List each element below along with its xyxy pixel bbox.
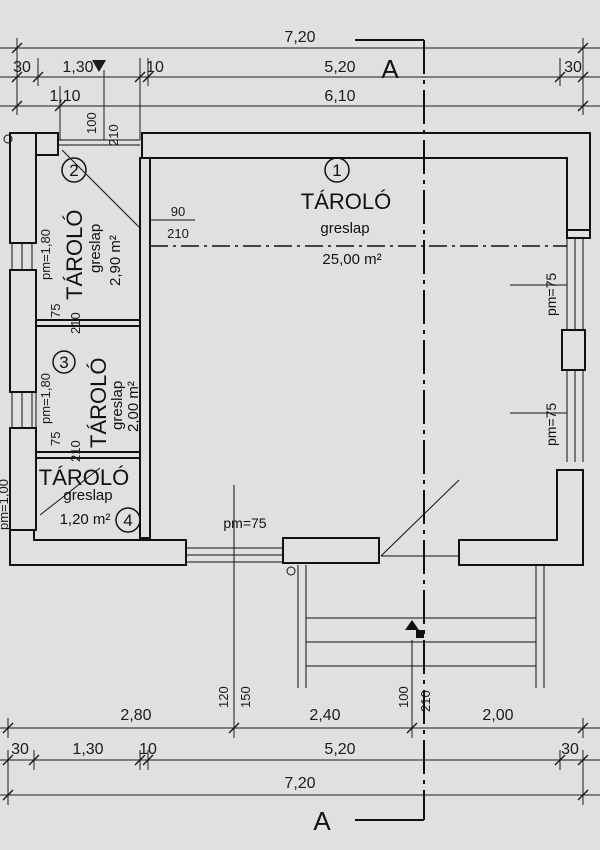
door-mid-dim-210: 210 — [167, 226, 189, 241]
bottom-dim-520: 5,20 — [324, 741, 355, 758]
parapet-right-window-1: pm=75 — [543, 273, 559, 316]
bottom-win-dim-150: 150 — [238, 686, 253, 708]
top-dim-30-right: 30 — [564, 59, 582, 76]
room-3-number-circle — [52, 350, 76, 374]
parapet-bottom-window: pm=75 — [223, 515, 266, 531]
room-3-floor: greslap — [109, 381, 126, 430]
reference-point-icon — [3, 134, 13, 144]
bottom-dim-200: 2,00 — [482, 707, 513, 724]
top-dim-520: 5,20 — [324, 59, 355, 76]
section-label-bottom: A — [313, 806, 331, 836]
parapet-left-window-3: pm=1,00 — [0, 479, 11, 530]
top-dim-30-left: 30 — [13, 59, 31, 76]
bottom-dim-30-right: 30 — [561, 741, 579, 758]
room-4-name: TÁROLÓ — [39, 465, 129, 490]
parapet-left-window-1: pm=1,80 — [38, 229, 53, 280]
door-small-dim-210a: 210 — [68, 312, 83, 334]
top-total-dimension: 7,20 — [284, 29, 315, 46]
bottom-dim-10: 10 — [139, 741, 157, 758]
door-small-dim-210b: 210 — [68, 440, 83, 462]
room-3-number: 3 — [59, 353, 68, 372]
room-2-area: 2,90 m² — [107, 235, 124, 286]
section-line-a — [355, 39, 425, 821]
top-dim-10: 10 — [146, 59, 164, 76]
top-dim-110: 1,10 — [49, 88, 80, 105]
bottom-dim-240: 2,40 — [309, 707, 340, 724]
bottom-dim-280: 2,80 — [120, 707, 151, 724]
walls — [9, 132, 591, 566]
top-dim-610: 6,10 — [324, 88, 355, 105]
bottom-dimension-ticks — [2, 722, 589, 801]
room-3-area: 2,00 m² — [125, 381, 142, 432]
parapet-right-window-2: pm=75 — [543, 403, 559, 446]
bottom-total-dimension: 7,20 — [284, 775, 315, 792]
door-mid-dim-90: 90 — [171, 204, 185, 219]
bottom-door-dim-210: 210 — [418, 690, 433, 712]
room-2-floor: greslap — [87, 224, 104, 273]
room-1-number: 1 — [332, 161, 341, 180]
bottom-dim-130: 1,30 — [72, 741, 103, 758]
door-small-dim-75b: 75 — [48, 432, 63, 446]
room-2-number-circle — [61, 157, 87, 183]
bottom-door-dim-100: 100 — [396, 686, 411, 708]
reference-point-icon — [286, 566, 296, 576]
section-label-top: A — [381, 54, 399, 84]
level-marker-icon — [92, 60, 106, 72]
door-top-dim-100: 100 — [84, 112, 99, 134]
room-4-floor: greslap — [63, 487, 112, 504]
top-dim-130: 1,30 — [62, 59, 93, 76]
top-dimension-ticks — [11, 42, 589, 112]
parapet-left-window-2: pm=1,80 — [38, 373, 53, 424]
stair-arrow-icon — [405, 620, 419, 630]
door-swing — [39, 149, 460, 557]
door-small-dim-75a: 75 — [48, 304, 63, 318]
room-3-name: TÁROLÓ — [86, 358, 111, 448]
room-1-floor: greslap — [320, 220, 369, 237]
bottom-win-dim-120: 120 — [216, 686, 231, 708]
room-4-area: 1,20 m² — [60, 511, 111, 528]
room-1-area: 25,00 m² — [322, 251, 381, 268]
room-1-number-circle — [324, 157, 350, 183]
room-4-number: 4 — [123, 511, 132, 530]
room-1-name: TÁROLÓ — [301, 189, 391, 214]
entrance-stairs — [297, 565, 545, 688]
room-2-name: TÁROLÓ — [62, 210, 87, 300]
door-top-dim-210: 210 — [106, 124, 121, 146]
room-4-number-circle — [115, 507, 141, 533]
room-2-number: 2 — [69, 161, 78, 180]
bottom-dim-30-left: 30 — [11, 741, 29, 758]
